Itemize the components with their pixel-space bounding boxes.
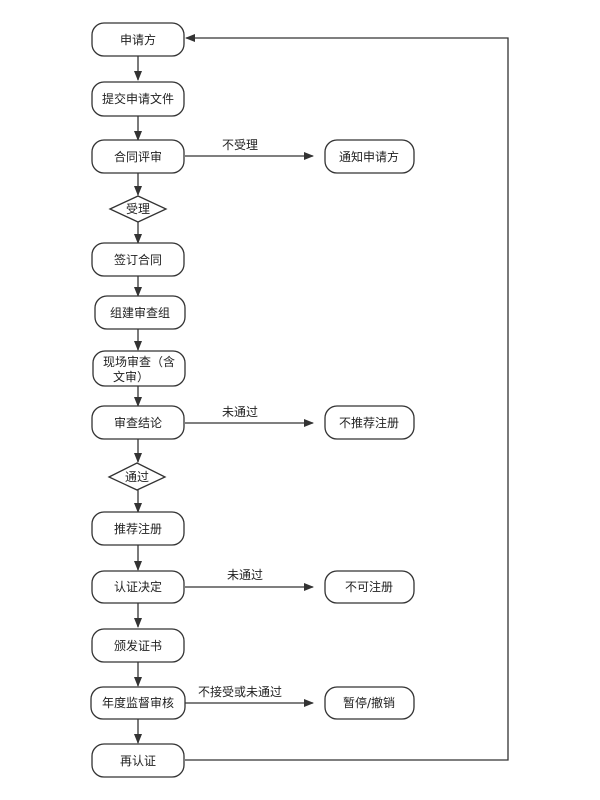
node-recommend-label: 推荐注册 [114,521,162,536]
node-contract-review: 合同评审 [91,139,185,174]
node-issue: 颁发证书 [91,628,185,663]
node-onsite: 现场审查（含 文审） [92,350,186,387]
node-onsite-label-line1: 现场审查（含 [103,354,175,369]
node-submit: 提交申请文件 [91,81,185,117]
node-recommend: 推荐注册 [91,511,185,546]
edge-label-not-accepted: 不受理 [222,138,258,152]
node-accept: 受理 [108,195,168,223]
node-sign: 签订合同 [91,242,185,277]
node-not-recommend-label: 不推荐注册 [339,415,399,430]
node-decision-label: 认证决定 [114,579,162,594]
node-accept-label: 受理 [126,202,150,216]
node-annual-label: 年度监督审核 [102,695,174,710]
node-conclusion-label: 审查结论 [114,415,162,430]
node-sign-label: 签订合同 [114,252,162,267]
node-no-register: 不可注册 [324,570,415,604]
node-not-recommend: 不推荐注册 [324,405,415,440]
node-contract-review-label: 合同评审 [114,149,162,164]
node-suspend: 暂停/撤销 [324,686,415,720]
node-notify: 通知申请方 [324,139,415,174]
edge-label-failed-review: 未通过 [222,405,258,419]
node-team-label: 组建审查组 [110,305,170,320]
node-pass-label: 通过 [125,470,149,484]
node-recert: 再认证 [91,743,185,778]
node-applicant-label: 申请方 [120,32,156,47]
node-decision: 认证决定 [91,570,185,604]
node-onsite-label-line2: 文审） [113,369,149,384]
node-team: 组建审查组 [94,295,186,330]
node-annual: 年度监督审核 [90,686,186,720]
edge-label-failed-annual: 不接受或未通过 [198,684,282,699]
node-no-register-label: 不可注册 [345,579,393,594]
edge-labels: 不受理 未通过 未通过 不接受或未通过 [198,138,282,699]
edge-label-failed-decision: 未通过 [227,568,263,582]
node-recert-label: 再认证 [120,754,156,768]
node-conclusion: 审查结论 [91,405,185,440]
edges [134,34,509,761]
node-submit-label: 提交申请文件 [102,91,174,106]
edge-recert-applicant [185,34,509,761]
node-applicant: 申请方 [91,22,185,57]
node-issue-label: 颁发证书 [114,638,162,653]
node-pass: 通过 [107,462,167,491]
node-notify-label: 通知申请方 [339,149,399,164]
node-suspend-label: 暂停/撤销 [343,695,395,710]
